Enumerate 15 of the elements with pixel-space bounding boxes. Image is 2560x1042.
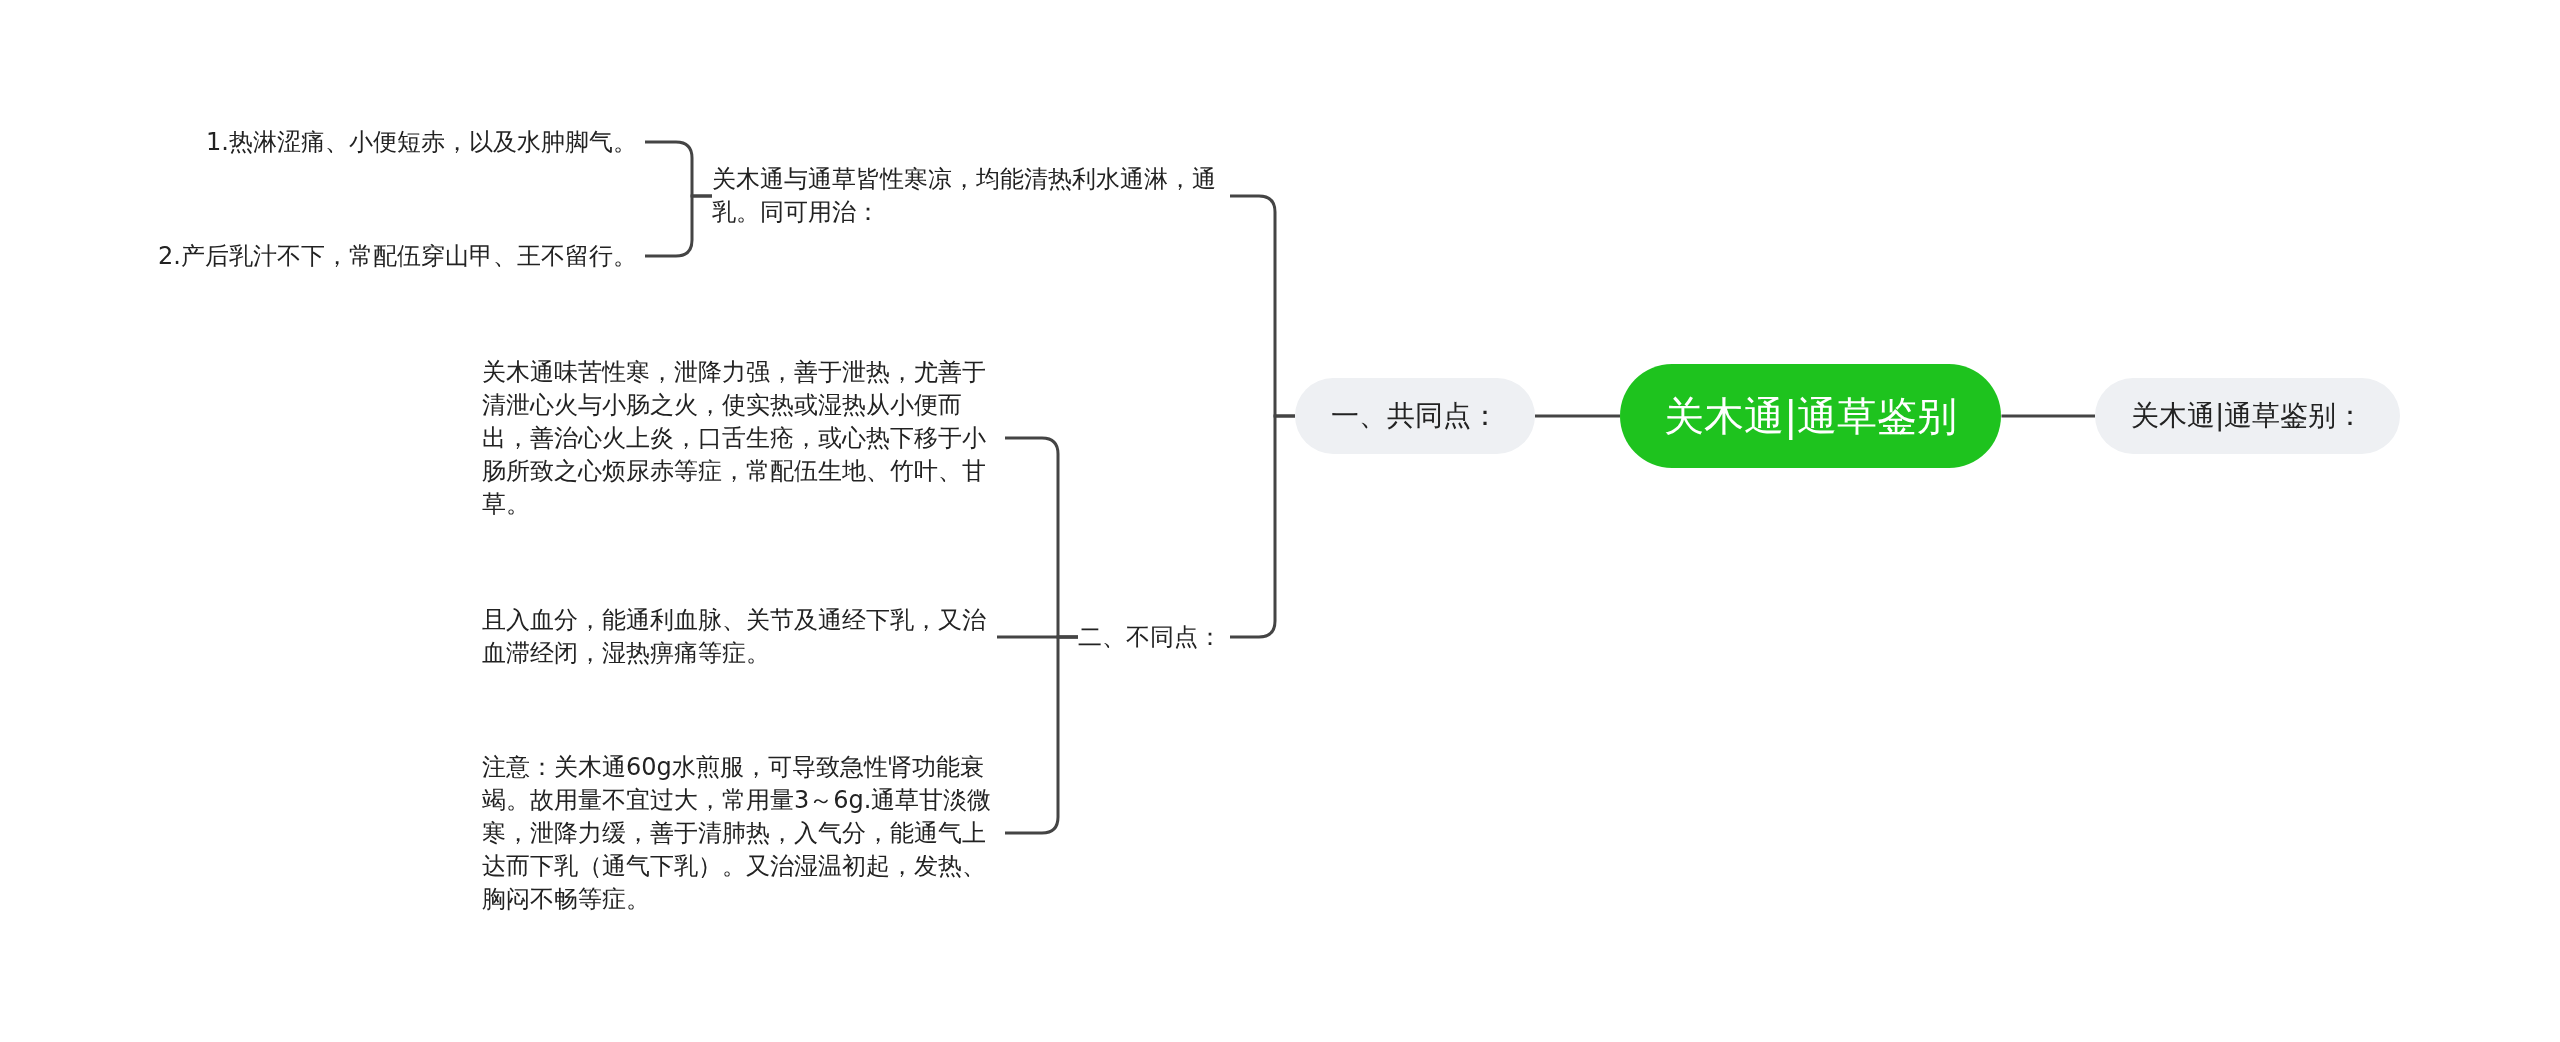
topic-box: 一、共同点： xyxy=(1295,378,1535,454)
topic-text: 且入血分，能通利血脉、关节及通经下乳，又治血滞经闭，湿热痹痛等症。 xyxy=(482,604,997,670)
connector-line xyxy=(1230,414,1295,639)
connector-line xyxy=(1535,414,1620,418)
topic-text: 注意：关木通60g水煎服，可导致急性肾功能衰竭。故用量不宜过大，常用量3～6g.通草甘淡微寒，泄降力缓，善于清肺热，入气分，能通气上达而下乳（通气下乳）。又治湿温初起，发热、胸闷不畅等症。 xyxy=(482,750,997,916)
topic-text: 关木通味苦性寒，泄降力强，善于泄热，尤善于清泄心火与小肠之火，使实热或湿热从小便而出，善治心火上炎，口舌生疮，或心热下移于小肠所致之心烦尿赤等症，常配伍生地、竹叶、甘草。 xyxy=(482,355,997,521)
topic-text: 二、不同点： xyxy=(1078,620,1222,654)
central-topic: 关木通|通草鉴别 xyxy=(1620,364,2002,468)
topic-text: 1.热淋涩痛、小便短赤，以及水肿脚气。 xyxy=(206,125,637,159)
topic-box: 关木通|通草鉴别： xyxy=(2095,378,2401,454)
connector-line xyxy=(645,194,712,258)
connector-line xyxy=(2001,414,2095,418)
connector-line xyxy=(1005,635,1078,835)
topic-text: 关木通与通草皆性寒凉，均能清热利水通淋，通乳。同可用治： xyxy=(712,163,1222,229)
topic-text: 2.产后乳汁不下，常配伍穿山甲、王不留行。 xyxy=(158,239,637,273)
